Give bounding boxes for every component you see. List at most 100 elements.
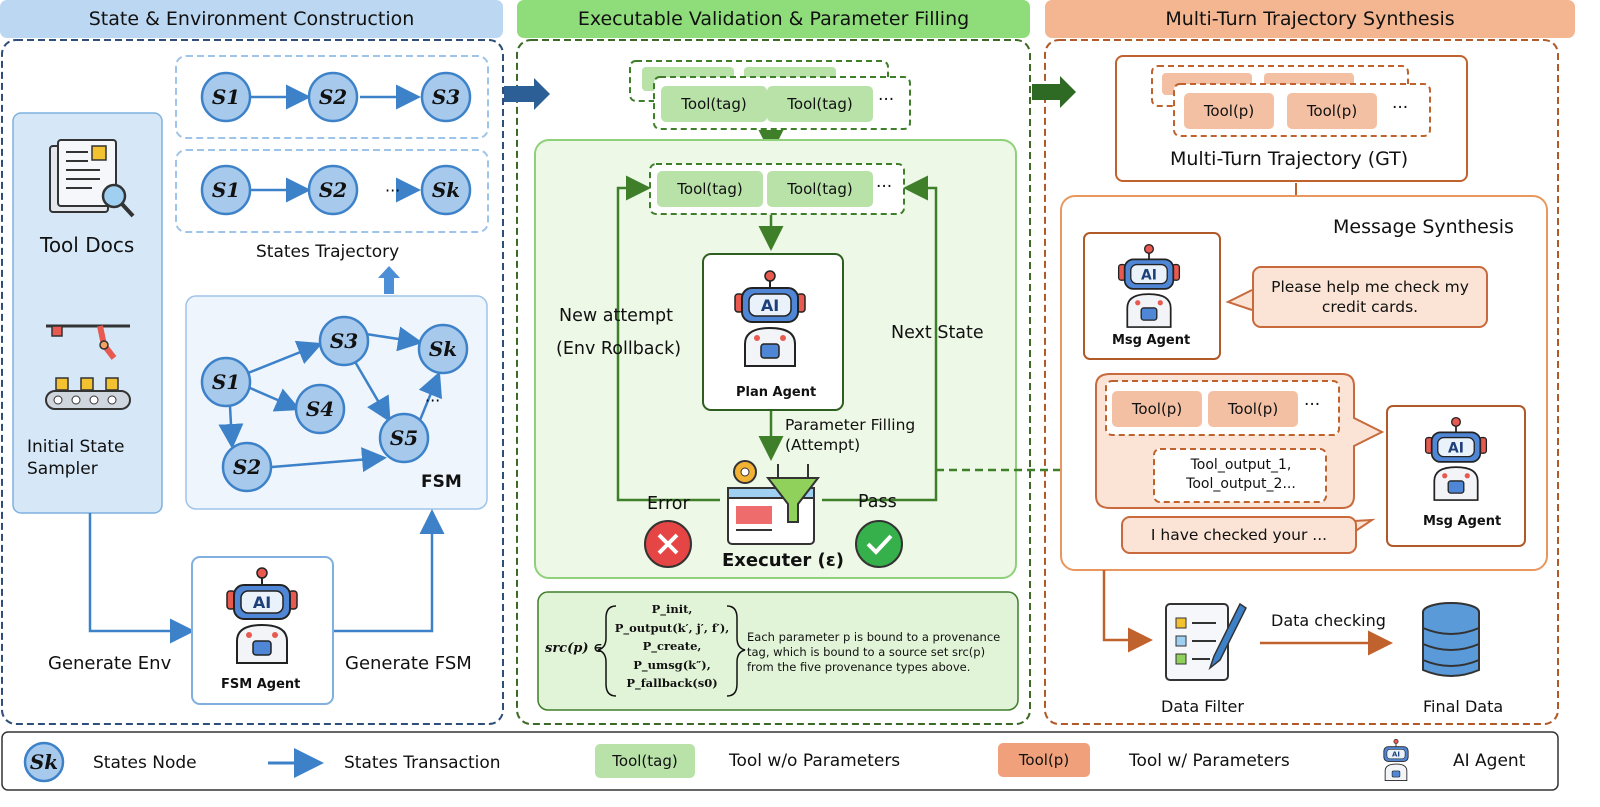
fsm-node-sk: Sk	[417, 323, 469, 375]
tool-docs-icon	[49, 139, 135, 218]
section-title-validation: Executable Validation & Parameter Fillin…	[517, 0, 1030, 38]
executer-label: Executer (ε)	[722, 550, 845, 571]
svg-text:S5: S5	[390, 426, 418, 450]
formula-items: P_init, P_output(k′, j′, f′), P_create, …	[612, 600, 732, 693]
tool-p-3: Tool(p)	[1112, 391, 1202, 427]
legend-tool-w-params: Tool w/ Parameters	[1129, 751, 1290, 771]
section-title-trajectory: Multi-Turn Trajectory Synthesis	[1045, 0, 1575, 38]
legend-frame	[1, 731, 1559, 791]
svg-text:S2: S2	[233, 455, 261, 479]
final-data-icon	[1422, 602, 1480, 677]
tool-outputs: Tool_output_1, Tool_output_2...	[1156, 456, 1326, 494]
svg-text:S1: S1	[212, 178, 240, 202]
tool-tag-1: Tool(tag)	[661, 86, 767, 122]
msg-agent-robot-icon-1: AI	[1117, 243, 1181, 328]
legend-states-transaction: States Transaction	[344, 753, 501, 773]
tool-tag-2: Tool(tag)	[767, 86, 873, 122]
formula-src: src(p) ∈	[545, 641, 603, 656]
legend-tool-tag: Tool(tag)	[595, 744, 695, 778]
svg-text:Sk: Sk	[30, 750, 58, 774]
gt-trajectory-label: Multi-Turn Trajectory (GT)	[1170, 148, 1409, 170]
new-attempt-label: New attempt	[559, 306, 673, 326]
executer-icon	[727, 460, 821, 545]
fsm-node-s1: S1	[200, 356, 252, 408]
formula-item-init: P_init,	[651, 602, 693, 616]
parameter-filling-label: Parameter Filling	[785, 416, 916, 434]
formula-item-output: P_output(k′, j′, f′),	[614, 620, 730, 635]
tool-set-ellipsis-1: ···	[878, 90, 895, 110]
msg-agent-label-1: Msg Agent	[1112, 333, 1191, 348]
generate-env-label: Generate Env	[48, 653, 172, 674]
state-sampler-icon	[45, 324, 131, 410]
svg-text:S2: S2	[319, 178, 347, 202]
traj2-node-s1: S1	[200, 164, 252, 216]
final-data-label: Final Data	[1423, 697, 1504, 716]
svg-text:AI: AI	[761, 296, 779, 315]
svg-text:S3: S3	[432, 85, 460, 109]
svg-text:Sk: Sk	[429, 337, 457, 361]
tool-p-1: Tool(p)	[1184, 93, 1274, 129]
fsm-agent-label: FSM Agent	[221, 677, 301, 692]
svg-text:AI: AI	[1392, 751, 1400, 759]
data-filter-icon	[1165, 602, 1247, 681]
formula-item-create: P_create,	[642, 639, 702, 653]
traj1-node-s3: S3	[420, 71, 472, 123]
traj1-node-s2: S2	[307, 71, 359, 123]
svg-text:AI: AI	[1448, 440, 1464, 456]
tool-output-1: Tool_output_1,	[1190, 457, 1292, 473]
fsm-node-s5: S5	[378, 412, 430, 464]
svg-text:S2: S2	[319, 85, 347, 109]
formula-item-fallback: P_fallback(s0)	[626, 676, 718, 690]
legend-tool-wo-params: Tool w/o Parameters	[729, 751, 901, 771]
fsm-node-s2: S2	[221, 441, 273, 493]
error-icon	[644, 520, 692, 568]
fsm-node-s3: S3	[318, 315, 370, 367]
right-section-border	[1044, 39, 1559, 725]
legend-ai-agent: AI Agent	[1453, 751, 1526, 771]
tool-tag-3: Tool(tag)	[657, 171, 763, 207]
trajectory-box-1	[175, 55, 489, 139]
legend-node: Sk	[23, 741, 65, 783]
fsm-agent-robot-icon: AI	[226, 567, 298, 664]
error-label: Error	[647, 494, 690, 514]
data-checking-label: Data checking	[1271, 611, 1386, 630]
fsm-node-s4: S4	[294, 383, 346, 435]
svg-text:AI: AI	[1141, 267, 1157, 283]
section-title-state-env: State & Environment Construction	[0, 0, 503, 38]
arrow-middle-to-right	[1032, 76, 1076, 108]
user-message-bubble: Please help me check my credit cards.	[1252, 266, 1488, 328]
msg-agent-robot-icon-2: AI	[1424, 416, 1488, 501]
formula-description: Each parameter p is bound to a provenanc…	[747, 630, 1001, 674]
next-state-label: Next State	[891, 323, 984, 343]
arrow-left-to-middle	[504, 78, 550, 110]
svg-text:S1: S1	[212, 85, 240, 109]
tool-p-4: Tool(p)	[1208, 391, 1298, 427]
initial-state-sampler-label: Initial State Sampler	[27, 437, 125, 479]
tool-p-ellipsis-1: ···	[1392, 98, 1409, 118]
assistant-message-bubble: I have checked your ...	[1121, 516, 1357, 554]
traj1-node-s1: S1	[200, 71, 252, 123]
env-rollback-label: (Env Rollback)	[556, 339, 682, 359]
traj2-node-sk: Sk	[420, 164, 472, 216]
traj2-node-s2: S2	[307, 164, 359, 216]
svg-text:S4: S4	[306, 397, 334, 421]
middle-section-border	[516, 39, 1031, 725]
fsm-to-trajectory-arrow	[378, 266, 400, 294]
data-filter-label: Data Filter	[1161, 697, 1244, 716]
legend-tool-p: Tool(p)	[998, 743, 1090, 777]
legend-states-node: States Node	[93, 753, 197, 773]
tool-p-2: Tool(p)	[1287, 93, 1377, 129]
tool-output-2: Tool_output_2...	[1186, 476, 1296, 492]
generate-fsm-label: Generate FSM	[345, 653, 472, 674]
fsm-ellipsis: ···	[425, 391, 440, 410]
tool-docs-label: Tool Docs	[40, 233, 135, 257]
message-synthesis-title: Message Synthesis	[1333, 216, 1514, 238]
fsm-label: FSM	[421, 472, 462, 492]
traj2-ellipsis: ···	[385, 181, 400, 200]
svg-text:S3: S3	[330, 329, 358, 353]
left-section-border	[1, 39, 504, 725]
plan-agent-label: Plan Agent	[736, 385, 817, 400]
trajectory-box-2	[175, 149, 489, 233]
tool-tag-4: Tool(tag)	[767, 171, 873, 207]
svg-text:Sk: Sk	[432, 178, 460, 202]
